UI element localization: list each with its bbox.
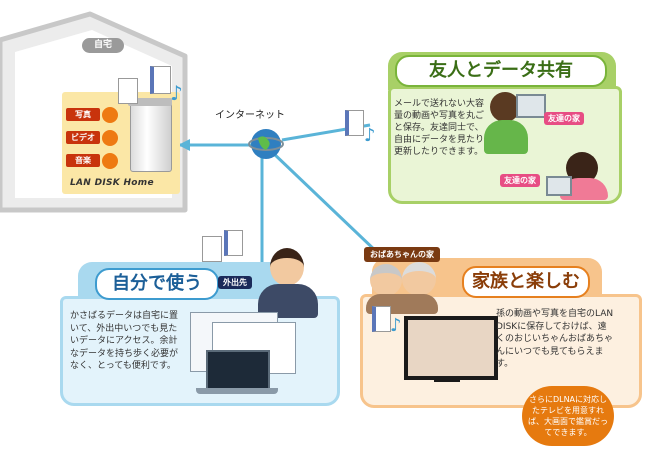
friend-laptop [546,176,572,196]
globe-icon [248,129,284,159]
nas-caption: LAN DISK Home [70,178,154,188]
nas-device-top [128,98,172,106]
photo-icon [102,106,118,123]
friend-house-badge-1: 友達の家 [544,112,584,125]
friends-title: 友人とデータ共有 [395,55,607,87]
music-note-icon: ♪ [170,81,183,105]
film-icon [224,230,243,256]
laptop [206,350,270,392]
video-icon [102,129,118,146]
grandparent-1 [370,264,402,296]
media-item-photo: 写真 [66,106,118,123]
media-label-video: ビデオ [66,131,100,144]
friend-person-1-body [484,120,528,154]
grandparent-2 [402,262,436,296]
music-note-icon: ♪ [364,125,376,146]
film-icon [345,110,364,136]
grandma-house-badge: おばあちゃんの家 [364,247,440,262]
music-icon [102,152,118,169]
self-description: かさばるデータは自宅に置いて、外出中いつでも見たいデータにアクセス。余計なデータ… [70,311,179,371]
media-item-music: 音楽 [66,152,118,169]
self-title: 自分で使う [95,268,219,300]
internet-label: インターネット [215,110,285,121]
home-label: 自宅 [82,38,124,53]
nas-device [130,102,172,172]
media-label-music: 音楽 [66,154,100,167]
dlna-note-bubble: さらにDLNAに対応したテレビを用意すれば、大画面で鑑賞だってできます。 [522,386,614,446]
film-icon [150,66,171,94]
music-note-icon: ♪ [390,315,402,336]
link-line-family [270,150,382,257]
media-label-photo: 写真 [66,108,100,121]
media-item-video: ビデオ [66,129,118,146]
friend-person-1 [490,92,520,122]
dlna-note-text: さらにDLNAに対応したテレビを用意すれば、大画面で鑑賞だってできます。 [528,395,608,437]
friends-description: メールで送れない大容量の動画や写真を丸ごと保存。友達同士で、自由にデータを見たり… [394,99,485,157]
tv-screen [404,316,498,380]
friend-computer [516,94,546,118]
tv-stand [434,376,460,382]
businessman-head [270,248,304,286]
family-description: 孫の動画や写真を自宅のLAN DISKに保存しておけば、遠くのおじいちゃんおばあ… [496,309,614,369]
laptop-base [196,388,278,394]
friend-house-badge-2: 友達の家 [500,174,540,187]
friend-person-2-body [560,178,608,200]
outside-badge: 外出先 [218,276,252,289]
document-icon [118,78,138,104]
film-icon [372,306,391,332]
family-title: 家族と楽しむ [462,266,590,298]
document-icon [202,236,222,262]
